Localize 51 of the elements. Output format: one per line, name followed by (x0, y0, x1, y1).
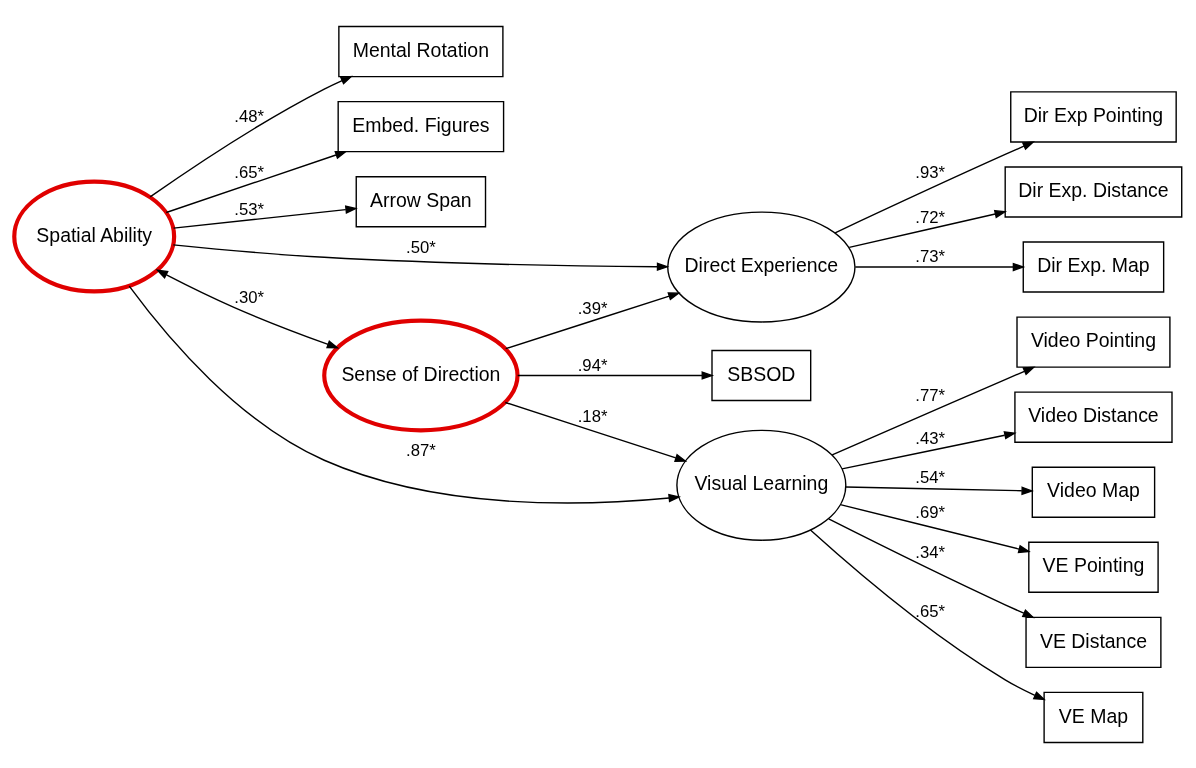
edge-label: .94* (577, 355, 608, 375)
edge-label: .18* (577, 406, 608, 426)
edge-label: .69* (915, 502, 945, 522)
node-box: VE Map (1043, 691, 1144, 743)
arrow (841, 430, 1017, 470)
arrow (172, 204, 358, 229)
node-box: Arrow Span (355, 175, 487, 227)
edge-label: .53* (234, 199, 265, 219)
edge-label: .30* (234, 287, 265, 307)
edge-label: .65* (915, 601, 945, 621)
arrow (839, 503, 1031, 553)
arrow (165, 150, 348, 213)
node-box: Video Map (1031, 466, 1156, 518)
node-box: SBSOD (711, 349, 812, 401)
arrow (155, 268, 340, 348)
node-box: VE Pointing (1028, 541, 1159, 593)
arrow (128, 285, 682, 504)
edge-label: .72* (915, 207, 945, 227)
node-ellipse: Spatial Ability (12, 178, 177, 293)
edge-label: .54* (915, 467, 945, 487)
edge-label: .77* (915, 385, 945, 405)
arrow (828, 517, 1035, 618)
node-box: Dir Exp Pointing (1010, 90, 1177, 143)
node-box: Dir Exp. Distance (1004, 165, 1183, 218)
arrow (172, 243, 670, 271)
arrow (848, 209, 1008, 248)
edge-label: .34* (915, 542, 945, 562)
node-box: VE Distance (1025, 616, 1162, 668)
edge-label: .39* (577, 298, 608, 318)
node-box: Mental Rotation (338, 25, 504, 77)
edge-label: .48* (234, 106, 265, 126)
arrow (517, 370, 715, 380)
arrow (809, 528, 1046, 700)
node-box: Video Pointing (1016, 315, 1171, 368)
arrow (504, 401, 688, 462)
edge-label: .50* (406, 237, 436, 257)
edge-label: .65* (234, 162, 265, 182)
arrow (845, 485, 1034, 495)
node-box: Embed. Figures (337, 100, 505, 152)
edge-label: .93* (915, 162, 945, 182)
edge-label: .87* (406, 440, 436, 460)
arrow (149, 75, 354, 198)
node-ellipse: Sense of Direction (322, 317, 520, 432)
edge-label: .73* (915, 246, 945, 266)
node-box: Dir Exp. Map (1022, 240, 1165, 293)
node-box: Video Distance (1014, 390, 1173, 443)
arrow (834, 140, 1036, 233)
arrow (505, 291, 681, 349)
arrow (854, 262, 1026, 271)
edge-label: .43* (915, 428, 945, 448)
arrow (831, 366, 1036, 456)
